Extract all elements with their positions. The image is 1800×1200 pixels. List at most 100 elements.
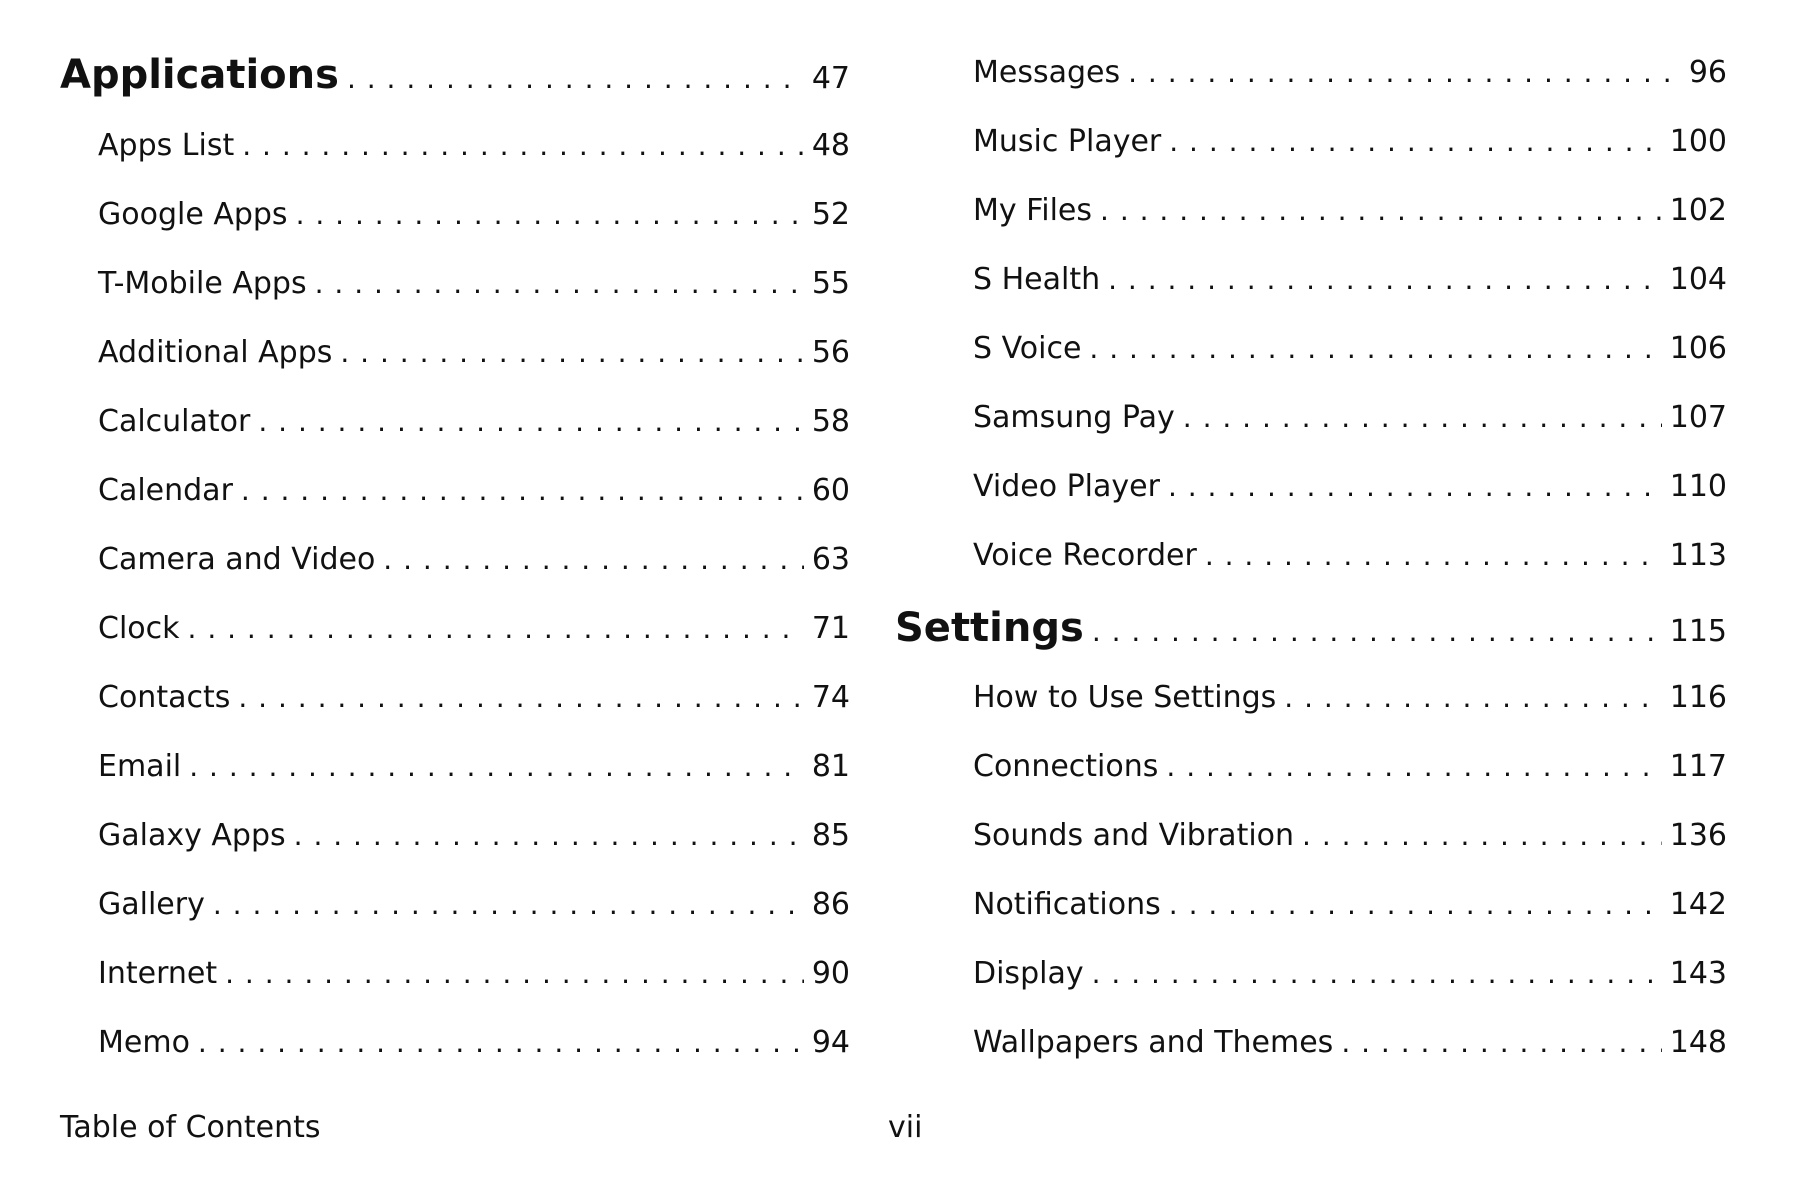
toc-page-number: 52: [811, 197, 850, 232]
toc-item-label: Memo: [98, 1025, 190, 1060]
toc-page-number: 96: [1688, 55, 1727, 90]
toc-item[interactable]: Additional Apps 56: [60, 335, 850, 370]
toc-item[interactable]: Apps List 48: [60, 128, 850, 163]
toc-page-number: 85: [811, 818, 850, 853]
toc-item[interactable]: Galaxy Apps 85: [60, 818, 850, 853]
toc-item[interactable]: Display 143: [935, 956, 1727, 991]
toc-leader: [315, 267, 804, 300]
toc-item[interactable]: Connections 117: [935, 749, 1727, 784]
toc-leader: [1166, 750, 1661, 783]
toc-item-label: How to Use Settings: [973, 680, 1277, 715]
toc-page-number: 143: [1669, 956, 1727, 991]
toc-leader: [1284, 681, 1661, 714]
toc-item[interactable]: Google Apps 52: [60, 197, 850, 232]
toc-page-number: 47: [811, 61, 850, 96]
toc-item[interactable]: S Health 104: [935, 262, 1727, 297]
toc-leader: [294, 819, 804, 852]
toc-page-number: 142: [1669, 887, 1727, 922]
toc-leader: [213, 888, 804, 921]
toc-leader: [1100, 194, 1662, 227]
toc-item[interactable]: Clock 71: [60, 611, 850, 646]
toc-leader: [1108, 263, 1662, 296]
toc-heading-applications[interactable]: Applications 47: [60, 52, 850, 98]
toc-item-label: Galaxy Apps: [98, 818, 286, 853]
toc-item-label: Additional Apps: [98, 335, 333, 370]
toc-item[interactable]: Contacts 74: [60, 680, 850, 715]
toc-item[interactable]: How to Use Settings 116: [935, 680, 1727, 715]
toc-leader: [241, 474, 804, 507]
toc-item[interactable]: Gallery 86: [60, 887, 850, 922]
toc-item-label: Display: [973, 956, 1084, 991]
toc-leader: [189, 750, 804, 783]
toc-leader: [1092, 957, 1662, 990]
toc-leader: [1169, 125, 1661, 158]
toc-item-label: Messages: [973, 55, 1121, 90]
toc-leader: [198, 1026, 804, 1059]
toc-item-label: Sounds and Vibration: [973, 818, 1295, 853]
toc-item-label: My Files: [973, 193, 1093, 228]
toc-item[interactable]: Sounds and Vibration 136: [935, 818, 1727, 853]
toc-item-label: T-Mobile Apps: [98, 266, 307, 301]
toc-item-label: Gallery: [98, 887, 205, 922]
toc-page-number: 148: [1669, 1025, 1727, 1060]
toc-item-label: Voice Recorder: [973, 538, 1197, 573]
toc-leader: [225, 957, 804, 990]
toc-item[interactable]: Calendar 60: [60, 473, 850, 508]
toc-item[interactable]: Camera and Video 63: [60, 542, 850, 577]
toc-leader: [383, 543, 804, 576]
toc-item[interactable]: S Voice 106: [935, 331, 1727, 366]
toc-leader: [1169, 888, 1662, 921]
toc-item-label: Samsung Pay: [973, 400, 1175, 435]
toc-page-number: 136: [1669, 818, 1727, 853]
toc-item-label: Music Player: [973, 124, 1162, 159]
toc-item[interactable]: My Files 102: [935, 193, 1727, 228]
toc-leader: [258, 405, 803, 438]
toc-item[interactable]: Memo 94: [60, 1025, 850, 1060]
toc-page-number: 104: [1669, 262, 1727, 297]
toc-leader: [1092, 615, 1662, 648]
toc-item-label: Internet: [98, 956, 218, 991]
toc-heading-label: Applications: [60, 52, 339, 98]
toc-leader: [242, 129, 804, 162]
toc-item-label: Contacts: [98, 680, 231, 715]
toc-heading-settings[interactable]: Settings 115: [895, 605, 1727, 651]
toc-item-label: Connections: [973, 749, 1159, 784]
toc-item-label: Apps List: [98, 128, 235, 163]
toc-leader: [1205, 539, 1662, 572]
toc-item[interactable]: Wallpapers and Themes 148: [935, 1025, 1727, 1060]
toc-item-label: Calendar: [98, 473, 233, 508]
toc-item[interactable]: Music Player 100: [935, 124, 1727, 159]
toc-leader: [1302, 819, 1662, 852]
toc-page-number: 100: [1669, 124, 1727, 159]
toc-item-label: Email: [98, 749, 182, 784]
toc-item[interactable]: Video Player 110: [935, 469, 1727, 504]
toc-item[interactable]: Voice Recorder 113: [935, 538, 1727, 573]
toc-leader: [296, 198, 804, 231]
toc-page-number: 106: [1669, 331, 1727, 366]
toc-item[interactable]: Internet 90: [60, 956, 850, 991]
toc-item[interactable]: Samsung Pay 107: [935, 400, 1727, 435]
toc-leader: [347, 62, 804, 95]
toc-item[interactable]: Notifications 142: [935, 887, 1727, 922]
toc-leader: [1341, 1026, 1661, 1059]
toc-leader: [1089, 332, 1661, 365]
toc-item[interactable]: Calculator 58: [60, 404, 850, 439]
toc-item-label: Clock: [98, 611, 180, 646]
toc-item-label: Notifications: [973, 887, 1161, 922]
footer-page-number: vii: [888, 1110, 923, 1145]
toc-item-label: Calculator: [98, 404, 251, 439]
toc-leader: [1168, 470, 1662, 503]
toc-page-number: 102: [1669, 193, 1727, 228]
toc-page-number: 56: [811, 335, 850, 370]
toc-page-number: 117: [1669, 749, 1727, 784]
toc-item[interactable]: T-Mobile Apps 55: [60, 266, 850, 301]
toc-page-number: 94: [811, 1025, 850, 1060]
toc-page-number: 107: [1669, 400, 1727, 435]
toc-page-number: 113: [1669, 538, 1727, 573]
toc-item[interactable]: Email 81: [60, 749, 850, 784]
toc-page-number: 60: [811, 473, 850, 508]
toc-page-number: 74: [811, 680, 850, 715]
toc-item[interactable]: Messages 96: [935, 55, 1727, 90]
toc-item-label: Google Apps: [98, 197, 288, 232]
toc-page-number: 48: [811, 128, 850, 163]
